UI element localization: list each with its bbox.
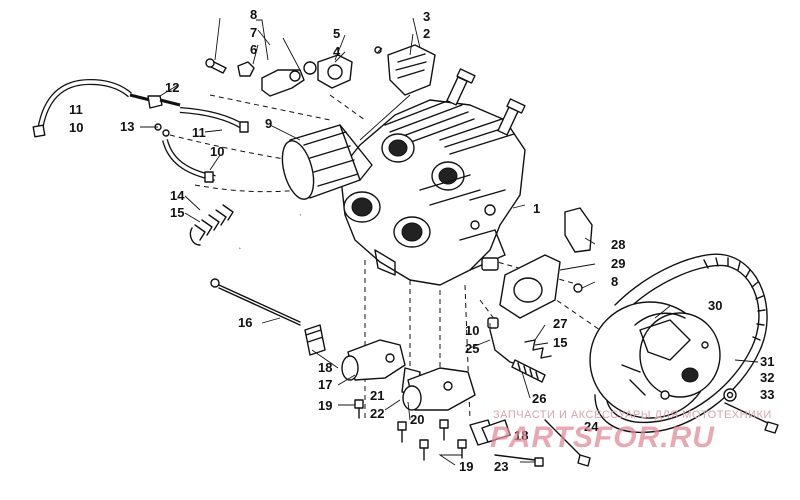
callout-17: 17: [318, 377, 332, 392]
callout-16: 16: [238, 315, 252, 330]
exhaust-sleeve: [281, 124, 373, 200]
watermark: ЗАПЧАСТИ И АКСЕССУАРЫ ДЛЯ МОТОТЕХНИКИ PA…: [490, 409, 772, 454]
callout-6: 6: [250, 42, 257, 57]
top-fittings: [205, 44, 436, 97]
callout-15: 15: [170, 205, 184, 220]
watermark-logo: PARTSFOR.RU: [490, 421, 715, 454]
callout-3: 3: [423, 9, 430, 24]
spring-14-15: [189, 204, 234, 246]
callout-10: 10: [69, 120, 83, 135]
callout-30: 30: [708, 298, 722, 313]
callout-15: 15: [553, 335, 567, 350]
hose-assembly: [32, 78, 249, 183]
callout-4: 4: [333, 44, 341, 59]
callout-29: 29: [611, 256, 625, 271]
callout-1: 1: [533, 201, 540, 216]
callout-19: 19: [318, 398, 332, 413]
callout-11: 11: [69, 102, 83, 117]
watermark-tagline: ЗАПЧАСТИ И АКСЕССУАРЫ ДЛЯ МОТОТЕХНИКИ: [493, 409, 772, 421]
callout-24: 24: [584, 419, 599, 434]
engine-assembly: [339, 68, 526, 286]
callout-7: 7: [250, 25, 257, 40]
callout-2: 2: [423, 26, 430, 41]
callout-26: 26: [532, 391, 546, 406]
callout-12: 12: [165, 80, 179, 95]
callout-18: 18: [514, 428, 528, 443]
callout-11: 11: [192, 125, 206, 140]
callout-14: 14: [170, 188, 185, 203]
callout-18: 18: [318, 360, 332, 375]
callout-28: 28: [611, 237, 625, 252]
callout-32: 32: [760, 370, 774, 385]
callout-labels: 8 7 6 5 4 3 2 9 1 12 11 10 13 11 10 14 1…: [69, 7, 774, 474]
callout-33: 33: [760, 387, 774, 402]
callout-20: 20: [410, 412, 424, 427]
callout-10: 10: [210, 144, 224, 159]
lower-mounts: [210, 278, 591, 467]
callout-10: 10: [465, 323, 479, 338]
callout-27: 27: [553, 316, 567, 331]
bracket-28-29: [499, 207, 593, 319]
callout-31: 31: [760, 354, 774, 369]
callout-9: 9: [265, 116, 272, 131]
callout-22: 22: [370, 406, 384, 421]
callout-23: 23: [494, 459, 508, 474]
callout-8: 8: [250, 7, 257, 22]
callout-25: 25: [465, 341, 479, 356]
callout-8: 8: [611, 274, 618, 289]
callout-5: 5: [333, 26, 340, 41]
callout-13: 13: [120, 119, 134, 134]
callout-19: 19: [459, 459, 473, 474]
leader-lines: [140, 17, 759, 466]
callout-21: 21: [370, 388, 384, 403]
